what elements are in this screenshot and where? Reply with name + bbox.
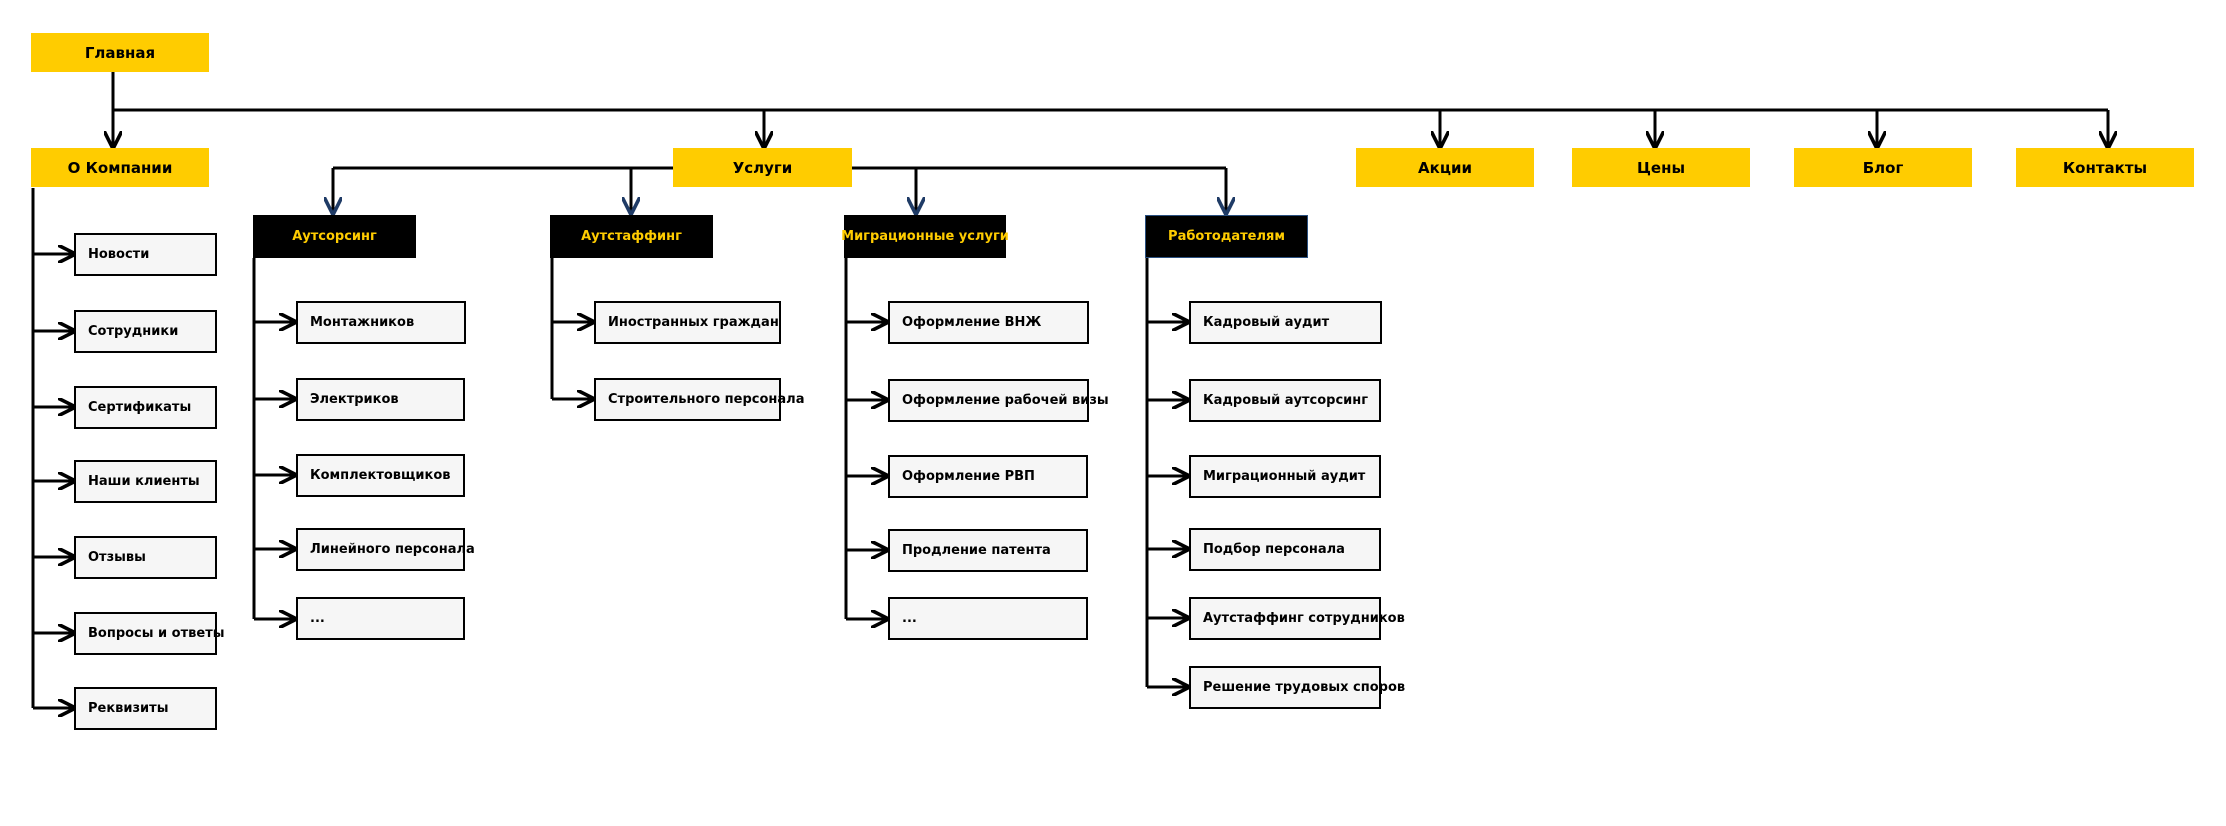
leaf-migration-audit[interactable]: Миграционный аудит	[1189, 455, 1381, 498]
node-services[interactable]: Услуги	[673, 148, 852, 187]
leaf-staff[interactable]: Сотрудники	[74, 310, 217, 353]
leaf-patent-renewal[interactable]: Продление патента	[888, 529, 1088, 572]
leaf-temporary-residence[interactable]: Оформление РВП	[888, 455, 1088, 498]
leaf-reviews[interactable]: Отзывы	[74, 536, 217, 579]
leaf-news[interactable]: Новости	[74, 233, 217, 276]
node-prices[interactable]: Цены	[1572, 148, 1750, 187]
leaf-installers[interactable]: Монтажников	[296, 301, 466, 344]
leaf-requisites[interactable]: Реквизиты	[74, 687, 217, 730]
root-node-home[interactable]: Главная	[31, 33, 209, 72]
leaf-labor-disputes[interactable]: Решение трудовых споров	[1189, 666, 1405, 709]
leaf-foreign-citizens[interactable]: Иностранных граждан	[594, 301, 781, 344]
category-outstaffing[interactable]: Аутстаффинг	[550, 215, 713, 258]
leaf-hr-audit[interactable]: Кадровый аудит	[1189, 301, 1382, 344]
leaf-migration-more[interactable]: ...	[888, 597, 1088, 640]
leaf-hr-outsourcing[interactable]: Кадровый аутсорсинг	[1189, 379, 1381, 422]
leaf-pickers[interactable]: Комплектовщиков	[296, 454, 465, 497]
leaf-certificates[interactable]: Сертификаты	[74, 386, 217, 429]
leaf-recruitment[interactable]: Подбор персонала	[1189, 528, 1381, 571]
leaf-residence-permit[interactable]: Оформление ВНЖ	[888, 301, 1089, 344]
leaf-work-visa[interactable]: Оформление рабочей визы	[888, 379, 1109, 422]
category-employers[interactable]: Работодателям	[1145, 215, 1308, 258]
leaf-our-clients[interactable]: Наши клиенты	[74, 460, 217, 503]
leaf-line-staff[interactable]: Линейного персонала	[296, 528, 475, 571]
leaf-faq[interactable]: Вопросы и ответы	[74, 612, 224, 655]
leaf-employee-outstaffing[interactable]: Аутстаффинг сотрудников	[1189, 597, 1405, 640]
node-contacts[interactable]: Контакты	[2016, 148, 2194, 187]
category-migration-services[interactable]: Миграционные услуги	[841, 215, 1009, 258]
leaf-construction-staff[interactable]: Строительного персонала	[594, 378, 804, 421]
leaf-electricians[interactable]: Электриков	[296, 378, 465, 421]
node-promotions[interactable]: Акции	[1356, 148, 1534, 187]
category-outsourcing[interactable]: Аутсорсинг	[253, 215, 416, 258]
node-about-company[interactable]: О Компании	[31, 148, 209, 187]
node-blog[interactable]: Блог	[1794, 148, 1972, 187]
leaf-outsourcing-more[interactable]: ...	[296, 597, 465, 640]
